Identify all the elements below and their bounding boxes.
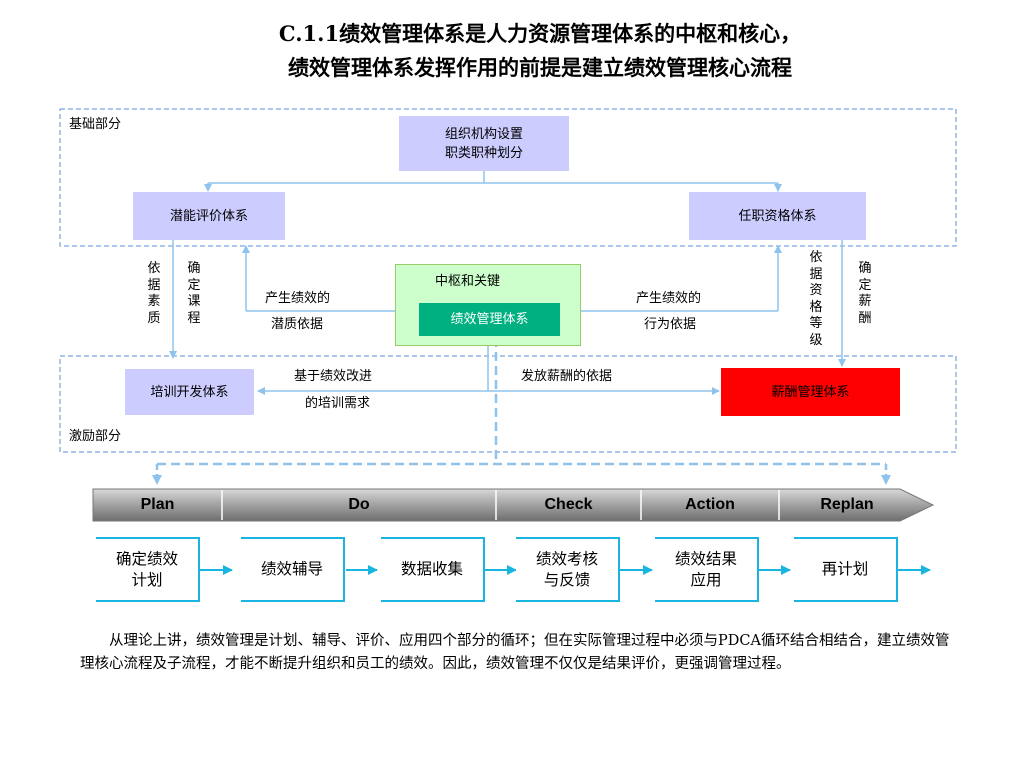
label-set-salary: 确定薪酬 [858, 261, 872, 326]
description-paragraph: 从理论上讲，绩效管理是计划、辅导、评价、应用四个部分的循环；但在实际管理过程中必… [80, 633, 950, 672]
phase-plan: Plan [140, 496, 175, 513]
left-basis-line-2: 潜质依据 [271, 317, 324, 332]
right-basis-line-2: 行为依据 [644, 317, 697, 332]
phase-replan: Replan [820, 496, 874, 513]
label-by-level: 依据资格等级 [809, 250, 823, 348]
section-label-incentive: 激励部分 [69, 429, 122, 444]
foundation-frame [59, 108, 957, 247]
step-data-collection: 数据收集 [381, 537, 485, 602]
phase-do: Do [348, 496, 370, 513]
performance-management-box: 绩效管理体系 [419, 303, 560, 336]
step-coaching: 绩效辅导 [241, 537, 345, 602]
step-replan: 再计划 [794, 537, 898, 602]
left-basis-line-1: 产生绩效的 [265, 291, 331, 306]
training-development-box: 培训开发体系 [125, 369, 254, 415]
right-basis-line-1: 产生绩效的 [636, 291, 702, 306]
qualification-system-box: 任职资格体系 [689, 192, 866, 240]
page-title-line-1: C.1.1绩效管理体系是人力资源管理体系的中枢和核心， [278, 21, 802, 46]
step-plan: 确定绩效 计划 [96, 537, 200, 602]
training-need-line-2: 的培训需求 [305, 396, 371, 411]
salary-basis-label: 发放薪酬的依据 [521, 369, 613, 384]
incentive-frame [59, 355, 957, 453]
hub-label: 中枢和关键 [435, 274, 501, 289]
page-title-line-2: 绩效管理体系发挥作用的前提是建立绩效管理核心流程 [288, 55, 792, 80]
step-result-application: 绩效结果 应用 [655, 537, 759, 602]
phase-check: Check [544, 496, 593, 513]
section-label-foundation: 基础部分 [69, 117, 122, 132]
label-set-course: 确定课程 [187, 261, 201, 326]
pdca-bar [92, 488, 935, 522]
phase-action: Action [685, 496, 735, 513]
step-appraisal-feedback: 绩效考核 与反馈 [516, 537, 620, 602]
label-by-quality: 依据素质 [147, 261, 161, 326]
potential-evaluation-box: 潜能评价体系 [133, 192, 285, 240]
training-need-line-1: 基于绩效改进 [294, 369, 373, 384]
salary-management-box: 薪酬管理体系 [721, 368, 900, 416]
org-structure-box: 组织机构设置 职类职种划分 [399, 116, 569, 171]
